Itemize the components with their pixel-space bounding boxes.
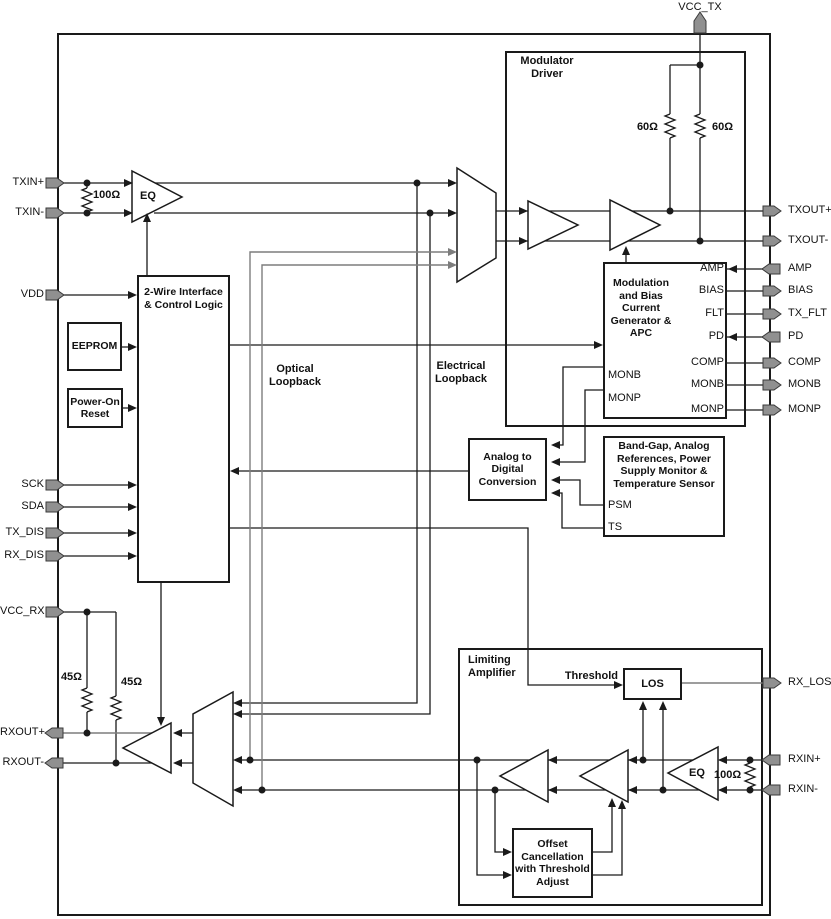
bandgap-title: Band-Gap, Analog References, Power Suppl… xyxy=(613,440,715,490)
mod-bias-title: Modulation and Bias Current Generator & … xyxy=(610,277,672,339)
resistor-label-tx-100: 100Ω xyxy=(93,189,121,201)
port-label-monp-right: MONP xyxy=(691,403,724,415)
pin-label-amp: AMP xyxy=(788,262,812,274)
port-label-amp: AMP xyxy=(700,262,724,274)
pin-label-tx-flt: TX_FLT xyxy=(788,307,827,319)
pin-label-rxin-minus: RXIN- xyxy=(788,783,818,795)
resistor-label-rx-100: 100Ω xyxy=(714,769,742,781)
threshold-label: Threshold xyxy=(564,670,618,682)
port-label-psm: PSM xyxy=(608,499,632,511)
optical-loopback-label: Optical Loopback xyxy=(269,363,321,388)
port-label-ts: TS xyxy=(608,521,623,533)
port-label-pd: PD xyxy=(708,330,724,342)
pin-label-rxin-plus: RXIN+ xyxy=(788,753,821,765)
port-label-bias: BIAS xyxy=(698,284,724,296)
block-power-on-reset: Power-On Reset xyxy=(67,388,123,428)
eq-tx-label: EQ xyxy=(140,190,156,202)
pin-label-sda: SDA xyxy=(21,500,44,512)
chip-outline xyxy=(57,33,771,916)
adc-title: Analog to Digital Conversion xyxy=(478,450,537,488)
resistor-label-60-left: 60Ω xyxy=(636,121,658,133)
pin-label-comp: COMP xyxy=(788,356,821,368)
pin-label-rxout-minus: RXOUT- xyxy=(2,756,44,768)
limiting-amp-title: Limiting Amplifier xyxy=(468,654,516,679)
pin-vcc-tx-glyph xyxy=(693,11,707,34)
resistor-label-45-right: 45Ω xyxy=(121,676,143,688)
eq-rx-label: EQ xyxy=(689,767,705,779)
port-label-monb-right: MONB xyxy=(691,378,724,390)
pin-label-txout-plus: TXOUT+ xyxy=(788,204,831,216)
los-title: LOS xyxy=(641,677,664,690)
two-wire-title: 2-Wire Interface & Control Logic xyxy=(144,286,223,311)
pin-label-monb: MONB xyxy=(788,378,821,390)
pin-label-txout-minus: TXOUT- xyxy=(788,234,829,246)
pin-label-tx-dis: TX_DIS xyxy=(5,526,44,538)
pin-label-txin-minus: TXIN- xyxy=(15,206,44,218)
pin-label-vcc-rx: VCC_RX xyxy=(0,605,45,617)
pin-label-vcc-tx: VCC_TX xyxy=(678,1,722,13)
resistor-label-45-left: 45Ω xyxy=(60,671,82,683)
port-label-flt: FLT xyxy=(705,307,724,319)
pin-label-rx-los: RX_LOS xyxy=(788,676,831,688)
pin-label-rx-dis: RX_DIS xyxy=(4,549,44,561)
eeprom-title: EEPROM xyxy=(71,340,118,353)
block-offset-cancellation: Offset Cancellation with Threshold Adjus… xyxy=(512,828,593,898)
resistor-label-60-right: 60Ω xyxy=(712,121,734,133)
pin-label-txin-plus: TXIN+ xyxy=(12,176,44,188)
pin-label-pd: PD xyxy=(788,330,804,342)
offset-title: Offset Cancellation with Threshold Adjus… xyxy=(515,838,590,888)
port-label-comp: COMP xyxy=(691,356,724,368)
pin-label-vdd: VDD xyxy=(20,288,44,300)
pin-label-bias: BIAS xyxy=(788,284,814,296)
pin-label-sck: SCK xyxy=(21,478,44,490)
block-los: LOS xyxy=(623,668,682,700)
electrical-loopback-label: Electrical Loopback xyxy=(435,360,487,385)
modulator-driver-title: Modulator Driver xyxy=(520,55,574,80)
block-adc: Analog to Digital Conversion xyxy=(468,438,547,501)
por-title: Power-On Reset xyxy=(70,395,120,421)
block-two-wire-interface: 2-Wire Interface & Control Logic xyxy=(137,275,230,583)
port-label-monp-left: MONP xyxy=(608,392,641,404)
block-eeprom: EEPROM xyxy=(67,322,122,371)
pin-label-rxout-plus: RXOUT+ xyxy=(0,726,45,738)
pin-label-monp: MONP xyxy=(788,403,821,415)
port-label-monb-left: MONB xyxy=(608,369,641,381)
